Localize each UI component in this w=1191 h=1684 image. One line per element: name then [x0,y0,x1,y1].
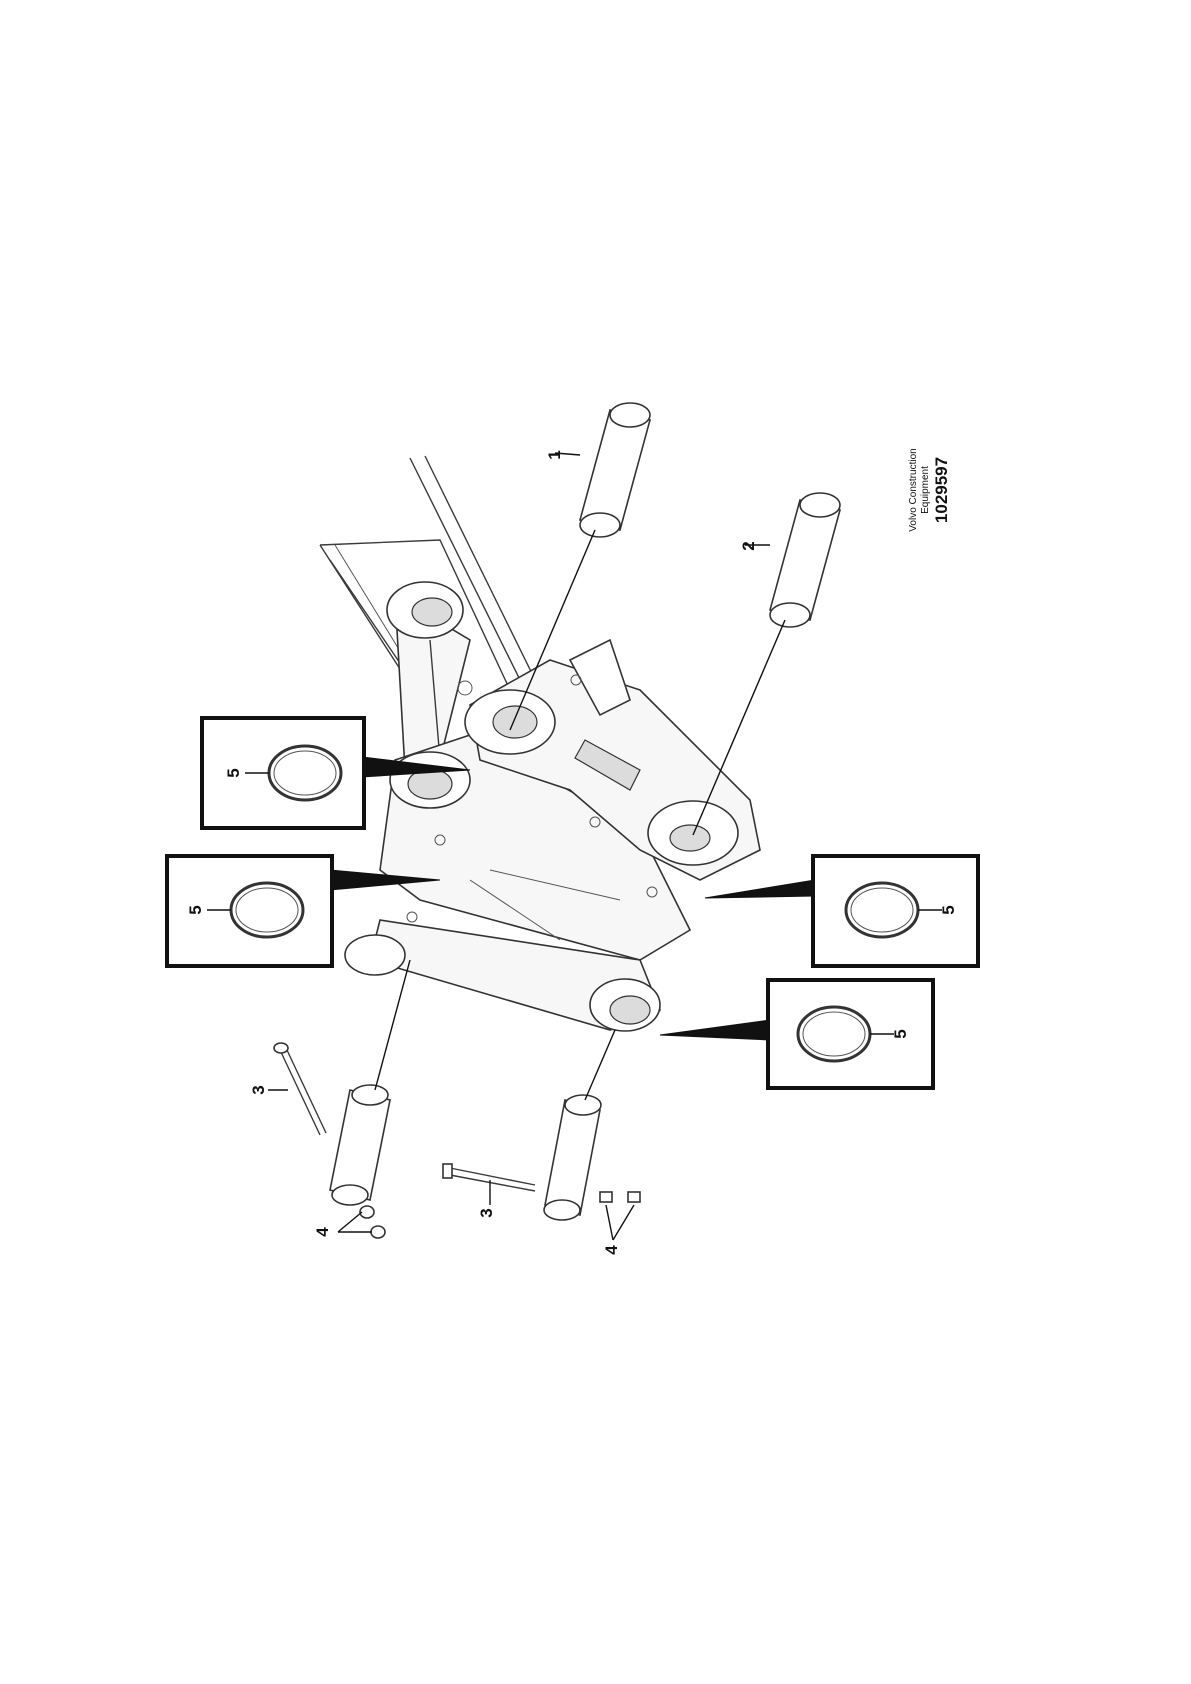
pin-1-label: 1 [545,450,564,459]
seal-5-upper-left-label: 5 [224,768,243,777]
caption-company-line2: Equipment [920,466,931,514]
illustration-caption: Volvo Construction Equipment 1029597 [908,448,951,531]
nuts-4-left: 4 [313,1205,386,1239]
bolt-3-right-label: 3 [477,1208,496,1217]
nuts-4-right-label: 4 [602,1245,621,1255]
seal-callout-middle-left: 5 [165,854,441,968]
bolt-3-left: 3 [249,1042,327,1136]
pin-2-label: 2 [739,541,758,550]
seal-callout-middle-right: 5 [704,854,980,968]
lower-left-pin [329,959,411,1206]
front-link-plate [464,638,761,881]
nuts-4-left-label: 4 [313,1227,332,1237]
boom-arm-outline [319,455,546,701]
seal-callout-lower-right: 5 [659,978,935,1090]
seal-callout-upper-left: 5 [200,716,471,830]
caption-company-line1: Volvo Construction [908,448,919,531]
lower-right-pin [543,1029,616,1221]
seal-5-middle-right-label: 5 [939,905,958,914]
connecting-link [386,581,473,772]
pin-2: 2 [692,492,841,836]
bolt-3-left-label: 3 [249,1085,268,1094]
lower-cross-member [344,919,662,1032]
seal-5-middle-left-label: 5 [186,905,205,914]
caption-illustration-number: 1029597 [932,457,951,523]
nuts-4-right: 4 [599,1191,641,1255]
pin-1: 1 [509,402,651,731]
seal-5-lower-right-label: 5 [891,1029,910,1038]
bolt-3-right: 3 [442,1163,536,1218]
